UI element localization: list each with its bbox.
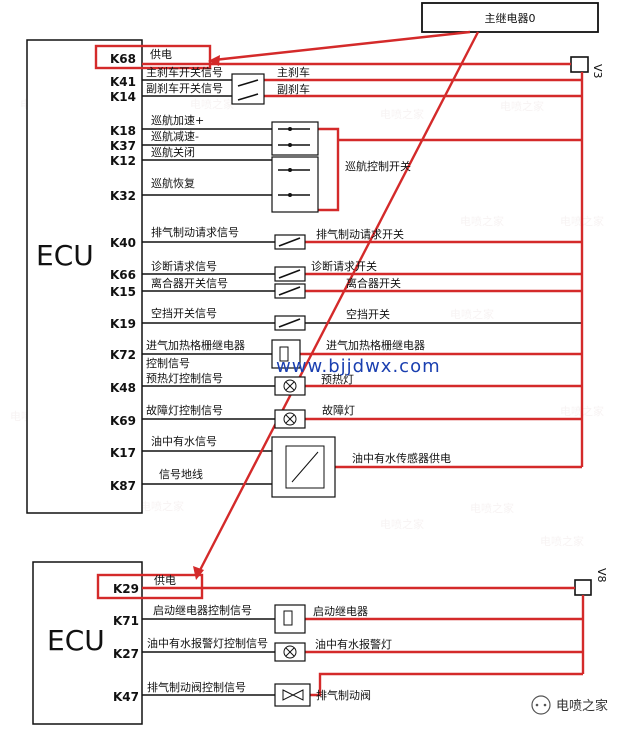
component-symbols [231, 73, 336, 707]
bg-brand-6: 电喷之家 [460, 214, 504, 228]
signal-k47: 排气制动阀控制信号 [147, 680, 246, 694]
red-wires [94, 30, 585, 697]
bg-brand-12: 电喷之家 [140, 499, 184, 513]
ecu-top-block [26, 39, 143, 514]
pin-k32: K32 [110, 189, 136, 203]
pin-k15: K15 [110, 285, 136, 299]
pin-k68: K68 [110, 52, 136, 66]
signal-k12: 巡航关闭 [151, 145, 195, 159]
bottom-pin-labels: K29 供电 K71 启动继电器控制信号 启动继电器 K27 油中有水报警灯控制… [113, 573, 392, 704]
signal-k68: 供电 [150, 47, 172, 61]
signal-k18: 巡航加速+ [151, 113, 204, 127]
signal-k87: 信号地线 [159, 467, 203, 481]
device-k41: 主刹车 [277, 65, 310, 79]
device-k72: 进气加热格栅继电器 [326, 338, 425, 352]
signal-k19: 空挡开关信号 [151, 306, 217, 320]
device-k47: 排气制动阀 [316, 688, 371, 702]
brand-chat-icon [531, 695, 551, 715]
pin-k27: K27 [113, 647, 139, 661]
ecu-bottom-label: ECU [47, 624, 105, 657]
intake-relay-symbol [271, 339, 301, 369]
pin-k69: K69 [110, 414, 136, 428]
signal-k71: 启动继电器控制信号 [153, 603, 252, 617]
start-relay-symbol [274, 604, 306, 634]
top-pin-labels: K68 供电 K41 主刹车开关信号 主刹车 K14 副刹车开关信号 副刹车 K… [110, 47, 451, 493]
bg-brand-9: 电喷之家 [450, 307, 494, 321]
signal-k14: 副刹车开关信号 [146, 81, 223, 95]
signal-k37: 巡航减速- [151, 129, 199, 143]
device-k19: 空挡开关 [346, 307, 390, 321]
device-k48: 预热灯 [321, 373, 354, 386]
bg-brand-3: 电喷之家 [380, 107, 424, 121]
pin-k17: K17 [110, 446, 136, 460]
signal-k17: 油中有水信号 [151, 434, 217, 448]
device-k15: 离合器开关 [346, 276, 401, 290]
pin-k18: K18 [110, 124, 136, 138]
brake-switch-symbol [231, 73, 265, 105]
cruise-switch-upper-symbol [271, 121, 319, 156]
pin-k29: K29 [113, 582, 139, 596]
pin-k37: K37 [110, 139, 136, 153]
device-k69: 故障灯 [322, 403, 355, 417]
signal-k48: 预热灯控制信号 [146, 371, 223, 385]
top-black-wires [142, 79, 582, 696]
pin-k87: K87 [110, 479, 136, 493]
watermark-url: www.bjjdwx.com [276, 356, 441, 377]
pin-k71: K71 [113, 614, 139, 628]
signal-k32: 巡航恢复 [151, 176, 195, 190]
signal-k29: 供电 [154, 573, 176, 587]
bg-brand-15: 电喷之家 [540, 534, 584, 548]
pin-k19: K19 [110, 317, 136, 331]
pin-k41: K41 [110, 75, 136, 89]
device-k66: 诊断请求开关 [311, 259, 377, 273]
signal-k66: 诊断请求信号 [151, 259, 217, 273]
brand-name: 电喷之家 [556, 698, 608, 714]
main-relay-label: 主继电器0 [485, 12, 536, 25]
cruise-switch-label: 巡航控制开关 [345, 159, 411, 173]
bg-brand-4: 电喷之家 [500, 99, 544, 113]
water-sensor-supply-label: 油中有水传感器供电 [352, 451, 451, 465]
v8-label: V8 [595, 568, 608, 583]
bg-brand-14: 电喷之家 [380, 517, 424, 531]
device-k71: 启动继电器 [313, 605, 368, 618]
signal-k41: 主刹车开关信号 [146, 65, 223, 79]
device-k40: 排气制动请求开关 [316, 227, 404, 241]
device-k27: 油中有水报警灯 [315, 637, 392, 651]
signal2-k72: 控制信号 [146, 356, 190, 370]
bg-brand-2: 电喷之家 [190, 97, 234, 111]
v8-terminal [574, 579, 592, 596]
signal-k40: 排气制动请求信号 [151, 225, 239, 239]
ecu-bottom-block [32, 561, 143, 725]
pin-k47: K47 [113, 690, 139, 704]
ecu-top-label: ECU [36, 239, 94, 272]
pin-k66: K66 [110, 268, 136, 282]
brand-logo: 电喷之家 [531, 695, 608, 715]
pin-k72: K72 [110, 348, 136, 362]
pin-k48: K48 [110, 381, 136, 395]
signal-k27: 油中有水报警灯控制信号 [147, 636, 268, 650]
v3-label: V3 [591, 64, 604, 79]
pin-k40: K40 [110, 236, 136, 250]
cruise-switch-lower-symbol [271, 156, 319, 213]
main-relay-box [421, 2, 599, 33]
v3-terminal [570, 56, 589, 73]
signal-k72: 进气加热格栅继电器 [146, 338, 245, 352]
signal-k69: 故障灯控制信号 [146, 403, 223, 417]
pin-k12: K12 [110, 154, 136, 168]
device-k14: 副刹车 [277, 82, 310, 96]
pin-k14: K14 [110, 90, 136, 104]
signal-k15: 离合器开关信号 [151, 276, 228, 290]
bg-brand-13: 电喷之家 [470, 501, 514, 515]
